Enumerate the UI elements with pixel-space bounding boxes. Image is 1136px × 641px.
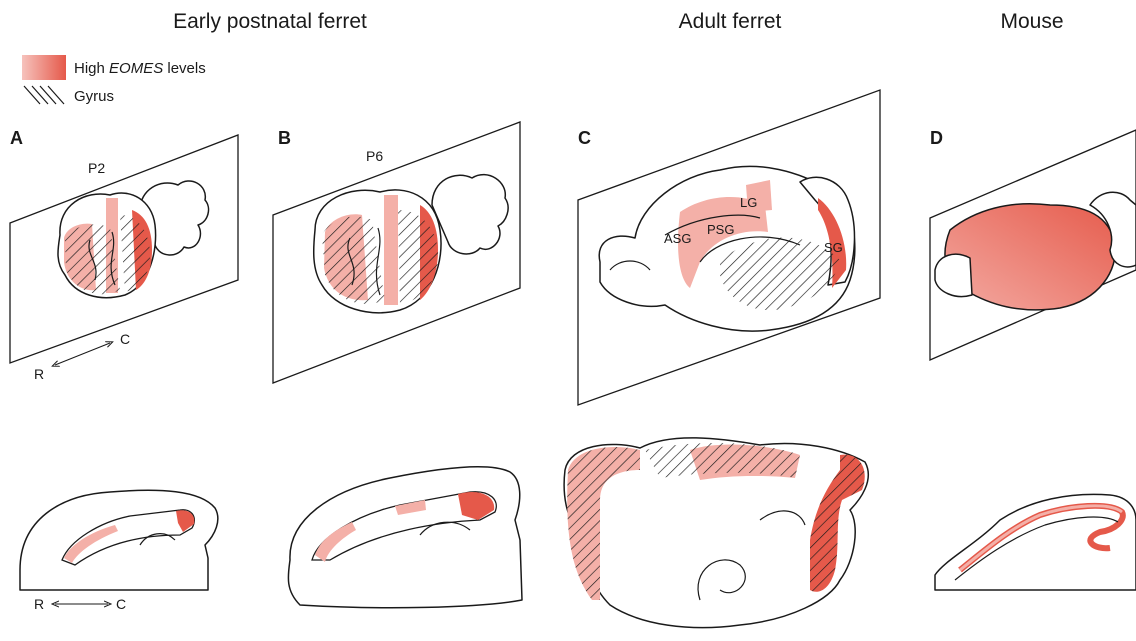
panel-a-dorsal-view: P2 R C [10,135,238,382]
panel-d-sagittal-section [935,494,1136,590]
panel-c-label-asg: ASG [664,231,691,246]
panel-a-section-axis-r: R [34,596,44,612]
legend-gyrus-swatch [24,86,64,104]
panel-c-label-psg: PSG [707,222,734,237]
panel-b-section-outline [288,467,522,608]
legend: High EOMES levels Gyrus [22,55,206,105]
title-adult-ferret: Adult ferret [679,10,782,33]
panel-b-dorsal-view: P6 [273,122,520,383]
legend-eomes-swatch [22,55,66,80]
panel-c-label-sg: SG [824,240,843,255]
panel-a-axis-r: R [34,366,44,382]
panel-letter-a: A [10,128,23,148]
legend-eomes-label: High EOMES levels [74,60,206,77]
panel-a-section-axis-c: C [116,596,126,612]
legend-gyrus-label: Gyrus [74,88,114,105]
panel-d-lateral-view [930,130,1136,360]
title-mouse: Mouse [1000,10,1063,33]
panel-letter-b: B [278,128,291,148]
panel-a-rc-arrow [55,343,110,365]
panel-b-eomes-mid [384,195,398,305]
panel-a-sagittal-section: R C [20,490,218,612]
panel-b-stage-label: P6 [366,148,383,164]
title-early-postnatal: Early postnatal ferret [173,10,367,33]
panel-letter-d: D [930,128,943,148]
panel-a-axis-c: C [120,331,130,347]
panel-c-label-lg: LG [740,195,757,210]
panel-b-sagittal-section [288,467,522,608]
panel-c-sagittal-section [564,438,868,628]
panel-a-stage-label: P2 [88,160,105,176]
panel-c-lateral-view: LG ASG PSG SG [578,90,880,405]
panel-letter-c: C [578,128,591,148]
